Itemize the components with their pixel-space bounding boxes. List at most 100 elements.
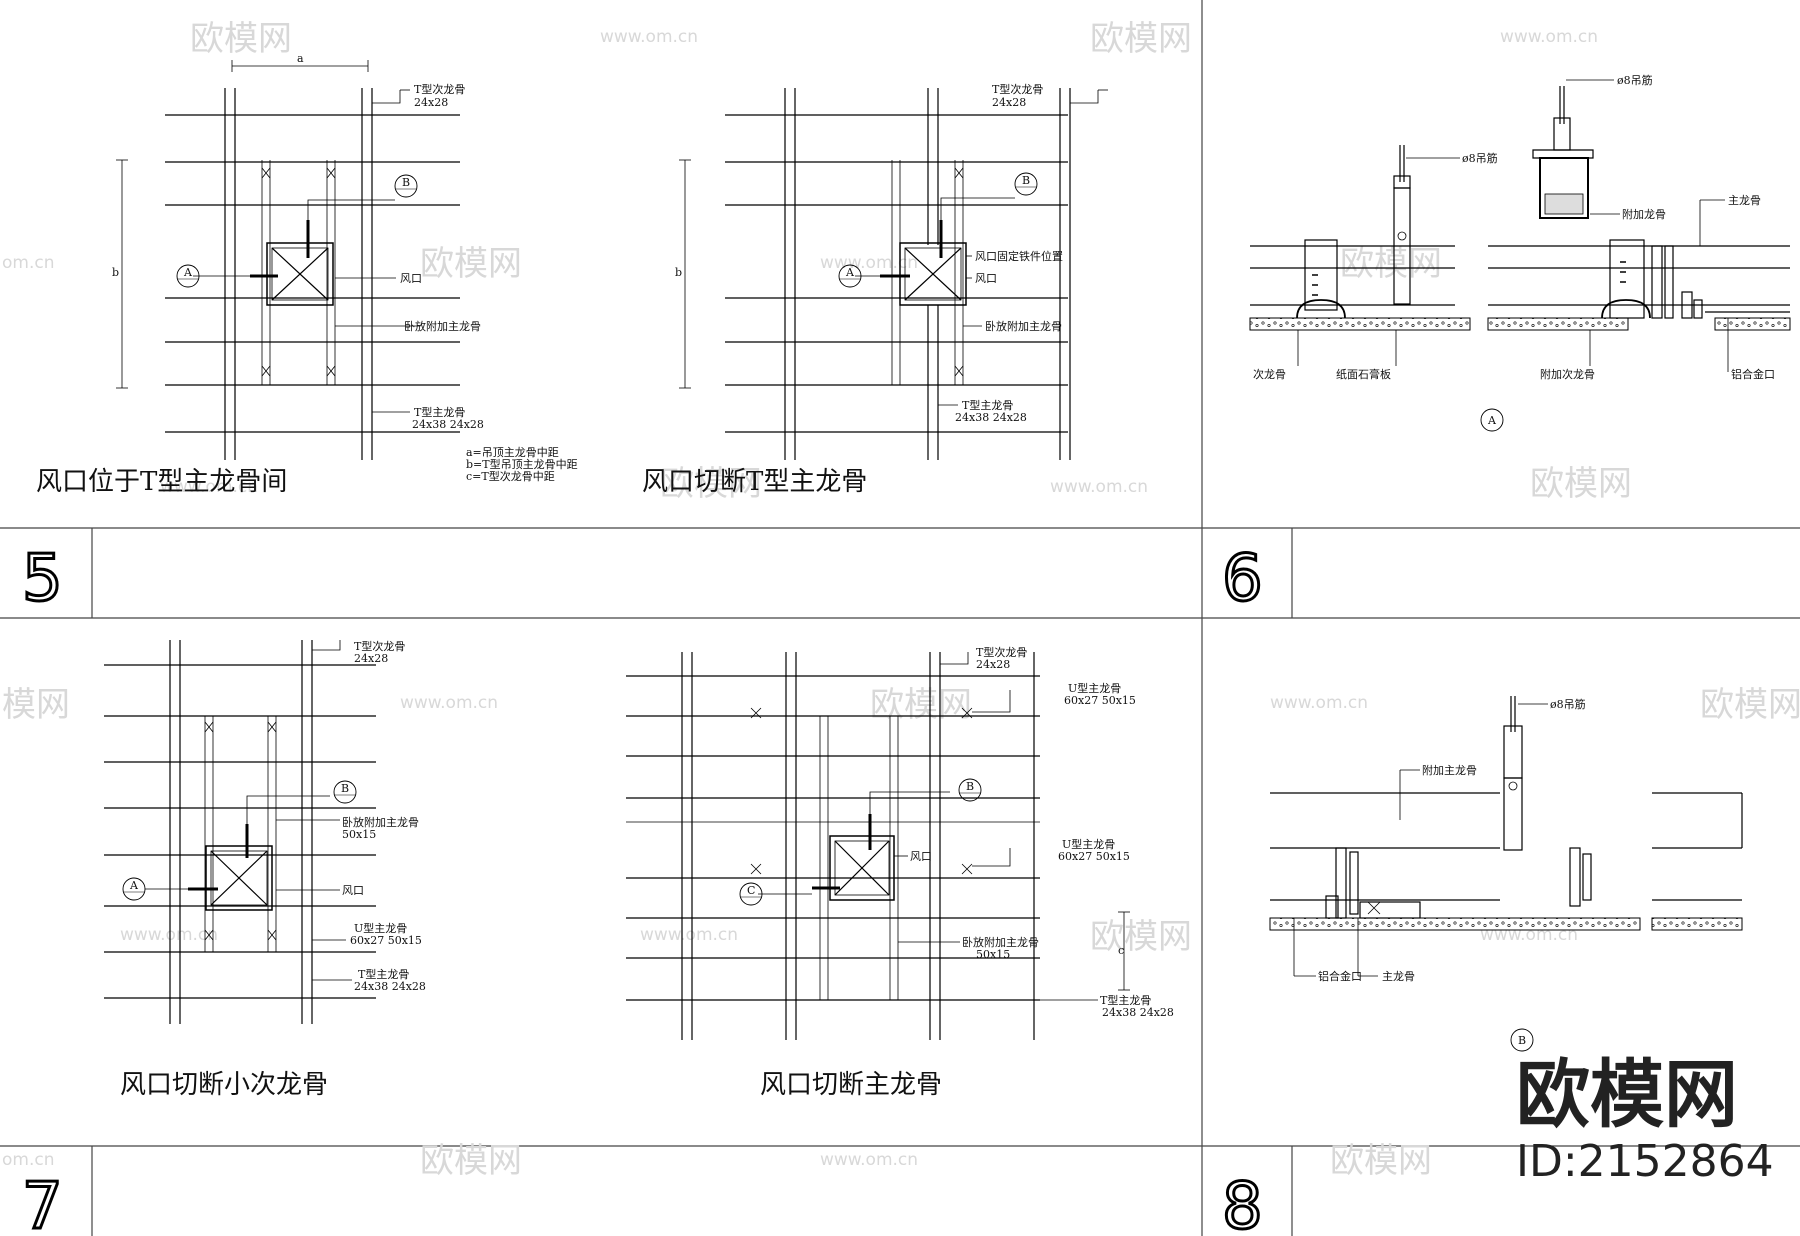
callout-t-secondary-size: 24x28 [354, 652, 388, 665]
panel-7-right-labels: B C c T型次龙骨 24x28 U型主龙骨 60x27 50x15 风口 U… [747, 645, 1174, 1100]
tag-a: A [183, 266, 193, 279]
tag-b: B [1022, 174, 1030, 187]
callout-hanger: ø8吊筋 [1550, 697, 1586, 711]
panel-8-section [1269, 696, 1743, 1052]
tag-b: B [402, 176, 410, 189]
callout-zhu-longgu: 主龙骨 [1382, 970, 1415, 983]
tag-a: A [129, 879, 139, 892]
dim-b-label: b [112, 266, 119, 279]
callout-u-main-size: 60x27 50x15 [1064, 694, 1136, 707]
watermark-brand: 欧模网 [420, 244, 522, 284]
callout-t-main: T型主龙骨 [358, 967, 409, 981]
watermark-url: www.om.cn [160, 477, 258, 497]
callout-t-secondary: T型次龙骨 [976, 645, 1027, 659]
panel-7-right-plan [626, 652, 1130, 1040]
callout-fengkou: 风口 [342, 884, 364, 897]
callout-lvhejin: 铝合金口 [1731, 367, 1775, 381]
caption-5-right: 风口切断T型主龙骨 [642, 467, 867, 497]
watermark-url: www.om.cn [1270, 693, 1368, 713]
tag-b: B [966, 780, 974, 793]
callout-wofang-size: 50x15 [342, 828, 376, 841]
callout-t-secondary-size: 24x28 [414, 96, 448, 109]
callout-u-main: U型主龙骨 [354, 921, 407, 935]
dimension-note-a: a=吊顶主龙骨中距 [466, 446, 559, 459]
callout-t-main: T型主龙骨 [414, 405, 465, 419]
panel-8-labels: ø8吊筋 附加主龙骨 铝合金口 主龙骨 B [1318, 697, 1586, 1047]
panel-6-labels: ø8吊筋 ø8吊筋 附加龙骨 主龙骨 次龙骨 纸面石膏板 附加次龙骨 铝合金口 … [1253, 73, 1775, 427]
caption-7-right: 风口切断主龙骨 [760, 1070, 942, 1100]
watermark-url: www.om.cn [640, 925, 738, 945]
panel-6-section [1249, 79, 1791, 432]
tag-a: A [845, 266, 855, 279]
dim-a-label: a [297, 52, 304, 65]
panel-5-right-labels: b B A T型次龙骨 24x28 风口固定铁件位置 风口 卧放附加主龙骨 T型… [642, 82, 1063, 497]
panel-5-right-plan [679, 88, 1108, 460]
callout-t-secondary: T型次龙骨 [354, 639, 405, 653]
watermark-brand: 欧模网 [870, 685, 972, 725]
callout-hanger: ø8吊筋 [1462, 151, 1498, 165]
watermark-brand: 欧模网 [190, 19, 292, 59]
watermark-fragment-url: om.cn [2, 1150, 55, 1170]
watermark-url: www.om.cn [820, 253, 918, 273]
callout-t-main: T型主龙骨 [1100, 993, 1151, 1007]
watermark-fragment-brand: 模网 [2, 685, 70, 725]
panel-7-left-plan [104, 640, 376, 1024]
watermark-fragment-url: om.cn [2, 253, 55, 273]
watermark-url: www.om.cn [1050, 477, 1148, 497]
watermark-brand: 欧模网 [1330, 1141, 1432, 1181]
callout-fengkou: 风口 [910, 850, 932, 863]
panel-7-left-labels: B A T型次龙骨 24x28 卧放附加主龙骨 50x15 风口 U型主龙骨 6… [120, 639, 426, 1100]
callout-fixing: 风口固定铁件位置 [975, 249, 1063, 263]
callout-t-main-size: 24x38 24x28 [354, 980, 426, 993]
panel-5-left-plan [116, 60, 460, 460]
callout-u-main: U型主龙骨 [1068, 681, 1121, 695]
callout-t-secondary: T型次龙骨 [992, 82, 1043, 96]
dim-b-label: b [675, 266, 682, 279]
watermark-url: www.om.cn [120, 925, 218, 945]
callout-ci-longgu: 次龙骨 [1253, 367, 1286, 381]
callout-t-secondary: T型次龙骨 [414, 82, 465, 96]
panel-number-6: 6 [1222, 542, 1263, 616]
watermark-brand: 欧模网 [1700, 685, 1800, 725]
brand-logo-text: 欧模网 [1516, 1052, 1738, 1138]
section-tag-a: A [1487, 414, 1497, 427]
watermark-url: www.om.cn [820, 1150, 918, 1170]
watermark-url: www.om.cn [400, 693, 498, 713]
panel-number-7: 7 [22, 1170, 63, 1236]
section-tag-b: B [1518, 1034, 1526, 1047]
tag-c: C [747, 884, 755, 897]
callout-lvhejin: 铝合金口 [1318, 969, 1362, 983]
dim-c-label: c [1118, 944, 1124, 957]
watermark-brand: 欧模网 [1090, 19, 1192, 59]
panel-number-8: 8 [1222, 1170, 1263, 1236]
callout-hanger: ø8吊筋 [1617, 73, 1653, 87]
dimension-note-c: c=T型次龙骨中距 [466, 469, 555, 483]
callout-t-main: T型主龙骨 [962, 398, 1013, 412]
callout-t-main-size: 24x38 24x28 [955, 411, 1027, 424]
callout-fujia-ci: 附加次龙骨 [1540, 367, 1595, 381]
callout-fengkou: 风口 [400, 272, 422, 285]
callout-fengkou: 风口 [975, 272, 997, 285]
caption-7-left: 风口切断小次龙骨 [120, 1070, 328, 1100]
watermark-brand: 欧模网 [1340, 244, 1442, 284]
callout-u-main-size: 60x27 50x15 [1058, 850, 1130, 863]
panel-5-left-labels: a b B A T型次龙骨 24x28 风口 卧放附加主龙骨 T型主龙骨 24x… [36, 52, 578, 497]
watermark-url: www.om.cn [600, 27, 698, 47]
callout-wofang-size: 50x15 [976, 948, 1010, 961]
watermark-brand: 欧模网 [420, 1141, 522, 1181]
watermark-brand: 欧模网 [1090, 917, 1192, 957]
brand-id: ID:2152864 [1516, 1136, 1774, 1187]
callout-fujia-zhu: 附加主龙骨 [1422, 763, 1477, 777]
callout-shigao: 纸面石膏板 [1336, 367, 1391, 381]
callout-u-main: U型主龙骨 [1062, 837, 1115, 851]
callout-t-main-size: 24x38 24x28 [412, 418, 484, 431]
caption-5-left: 风口位于T型主龙骨间 [36, 467, 287, 497]
tag-b: B [341, 782, 349, 795]
callout-t-secondary-size: 24x28 [976, 658, 1010, 671]
watermark-brand: 欧模网 [660, 464, 762, 504]
callout-fujia-longgu: 附加龙骨 [1622, 207, 1666, 221]
dimension-note-b: b=T型吊顶主龙骨中距 [466, 457, 578, 471]
callout-wofang: 卧放附加主龙骨 [404, 319, 481, 333]
